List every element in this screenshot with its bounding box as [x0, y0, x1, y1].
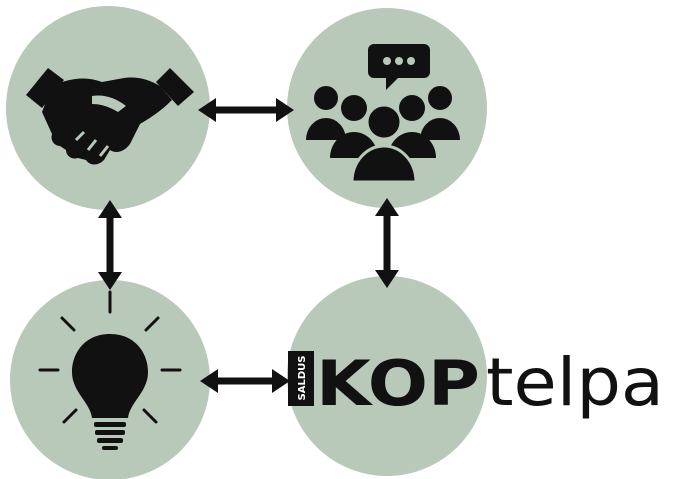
lightbulb-icon	[38, 290, 182, 450]
logo-suffix-text: telpa	[486, 344, 664, 421]
logo: SALDUS KOP telpa	[288, 344, 664, 421]
logo-main-text: KOP	[316, 347, 480, 420]
arrow-partnership-idea	[98, 200, 122, 290]
arrow-community-organization	[375, 198, 399, 288]
logo-block	[288, 351, 314, 406]
logo-vertical-text: SALDUS	[297, 356, 308, 401]
handshake-icon	[26, 68, 194, 165]
arrow-idea-organization	[200, 369, 290, 393]
arrow-partnership-community	[198, 98, 294, 122]
group-chat-icon	[306, 44, 460, 184]
node-circle-organization	[287, 276, 487, 476]
